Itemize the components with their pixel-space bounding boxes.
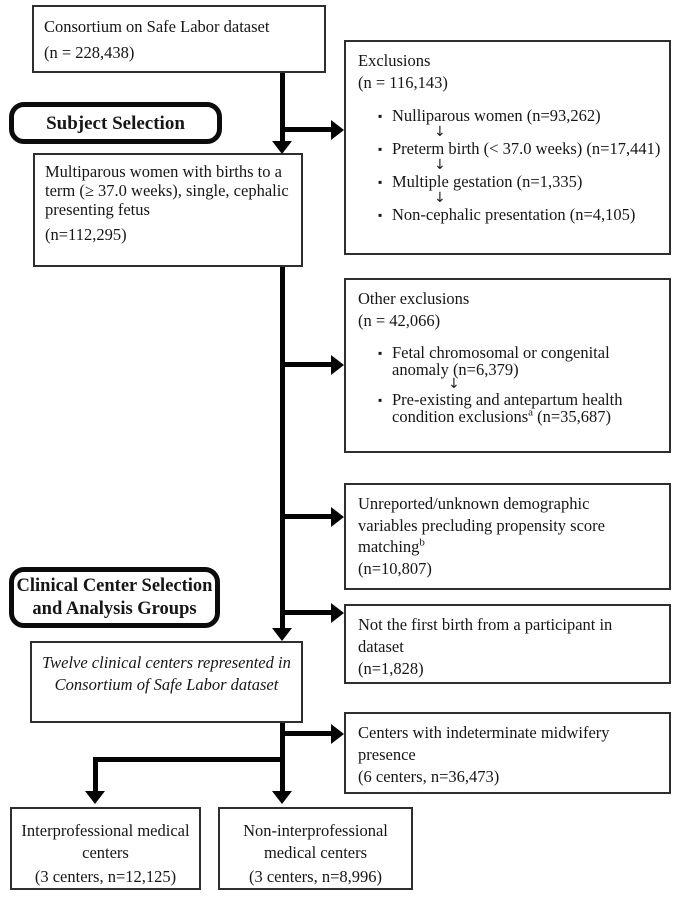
arrow-down-icon: [272, 791, 292, 804]
footnote-marker: b: [419, 536, 425, 549]
flow-line-consortium-down: [280, 73, 285, 141]
box-n-value: (3 centers, n=8,996): [248, 867, 382, 886]
flow-line-to-other-exclusions: [280, 362, 331, 367]
box-other-exclusions: Other exclusions (n = 42,066) ▪ Fetal chr…: [344, 278, 671, 453]
flow-line-interprofessional-down: [93, 757, 98, 791]
box-n-value: (6 centers, n=36,473): [358, 767, 500, 786]
box-not-first-birth: Not the first birth from a participant i…: [344, 604, 671, 684]
box-n-value: (n = 228,438): [44, 43, 135, 62]
flow-line-main-spine: [280, 267, 285, 628]
list-item-n: (n=35,687): [533, 407, 612, 426]
flow-line-to-not-first-birth: [280, 610, 331, 615]
box-consortium-dataset: Consortium on Safe Labor dataset (n = 22…: [32, 5, 326, 73]
down-arrow-icon: ↓: [448, 376, 460, 392]
down-arrow-icon: ↓: [434, 157, 446, 173]
box-interprofessional-centers: Interprofessional medical centers (3 cen…: [10, 807, 201, 890]
bullet-icon: ▪: [378, 208, 383, 222]
list-item-text: Preterm birth (< 37.0 weeks) (n=17,441): [392, 139, 661, 158]
exclusions-list: ▪ Nulliparous women (n=93,262) ↓ ▪ Preterm…: [378, 106, 661, 225]
box-text: Centers with indeterminate midwifery pre…: [358, 723, 610, 764]
box-unreported-demographics: Unreported/unknown demographic variables…: [344, 483, 671, 590]
box-text: Unreported/unknown demographic variables…: [358, 494, 605, 556]
box-title: Other exclusions: [358, 289, 470, 308]
bullet-icon: ▪: [378, 109, 383, 123]
flow-line-to-indeterminate: [280, 731, 331, 736]
list-item: ▪ Multiple gestation (n=1,335): [378, 172, 661, 192]
box-text: Twelve clinical centers represented in C…: [42, 653, 291, 694]
box-n-value: (n=10,807): [358, 558, 432, 578]
stage-label-text: Subject Selection: [46, 112, 185, 134]
down-arrow-icon: ↓: [434, 124, 446, 140]
bullet-icon: ▪: [378, 175, 383, 189]
down-arrow-icon: ↓: [434, 190, 446, 206]
bullet-icon: ▪: [378, 393, 383, 407]
arrow-right-icon: [331, 120, 344, 140]
arrow-down-icon: [85, 791, 105, 804]
list-item: ▪ Nulliparous women (n=93,262): [378, 106, 661, 126]
list-item-text: Pre-existing and antepartum health condi…: [392, 390, 623, 426]
box-text: Interprofessional medical centers: [21, 821, 190, 862]
box-n-value: (n = 42,066): [358, 311, 441, 330]
other-exclusions-list: ▪ Fetal chromosomal or congenital anomaly…: [378, 344, 661, 425]
stage-label-clinical-center-selection: Clinical Center Selection and Analysis G…: [9, 567, 220, 628]
box-text: Multiparous women with births to a term …: [45, 162, 289, 219]
box-exclusions: Exclusions (n = 116,143) ▪ Nulliparous wo…: [344, 40, 671, 255]
box-text: Consortium on Safe Labor dataset: [44, 17, 270, 36]
arrow-right-icon: [331, 507, 344, 527]
box-n-value: (3 centers, n=12,125): [34, 867, 177, 886]
arrow-right-icon: [331, 355, 344, 375]
list-item: ▪ Preterm birth (< 37.0 weeks) (n=17,441): [378, 139, 661, 159]
list-item: ▪ Non-cephalic presentation (n=4,105): [378, 205, 661, 225]
stage-label-subject-selection: Subject Selection: [9, 102, 222, 144]
list-item-text: Multiple gestation (n=1,335): [392, 172, 583, 191]
bullet-icon: ▪: [378, 346, 383, 360]
box-non-interprofessional-centers: Non-interprofessional medical centers (3…: [218, 807, 413, 890]
list-item-text: Non-cephalic presentation (n=4,105): [392, 205, 636, 224]
box-n-value: (n = 116,143): [358, 73, 448, 92]
list-item-text: Fetal chromosomal or congenital anomaly …: [392, 343, 610, 379]
flow-line-to-unreported: [280, 514, 331, 519]
box-n-value: (n=112,295): [45, 225, 127, 244]
stage-label-text: Clinical Center Selection: [16, 575, 213, 596]
bullet-icon: ▪: [378, 142, 383, 156]
flow-line-left-branch: [93, 757, 285, 762]
arrow-down-icon: [272, 628, 292, 641]
box-title: Exclusions: [358, 51, 431, 70]
arrow-right-icon: [331, 603, 344, 623]
list-item: ▪ Pre-existing and antepartum health cond…: [378, 391, 661, 425]
arrow-right-icon: [331, 724, 344, 744]
list-item: ▪ Fetal chromosomal or congenital anomaly…: [378, 344, 661, 378]
list-item-text: Nulliparous women (n=93,262): [392, 106, 601, 125]
box-multiparous-women: Multiparous women with births to a term …: [33, 153, 303, 267]
box-text: Not the first birth from a participant i…: [358, 615, 613, 656]
flow-line-to-exclusions: [280, 127, 331, 132]
footnote-marker: a: [528, 406, 533, 419]
box-indeterminate-midwifery: Centers with indeterminate midwifery pre…: [344, 712, 671, 794]
box-text: Non-interprofessional medical centers: [243, 821, 388, 862]
stage-label-text: and Analysis Groups: [32, 598, 197, 619]
box-twelve-clinical-centers: Twelve clinical centers represented in C…: [30, 641, 303, 723]
box-n-value: (n=1,828): [358, 659, 424, 678]
arrow-down-icon: [272, 141, 292, 154]
